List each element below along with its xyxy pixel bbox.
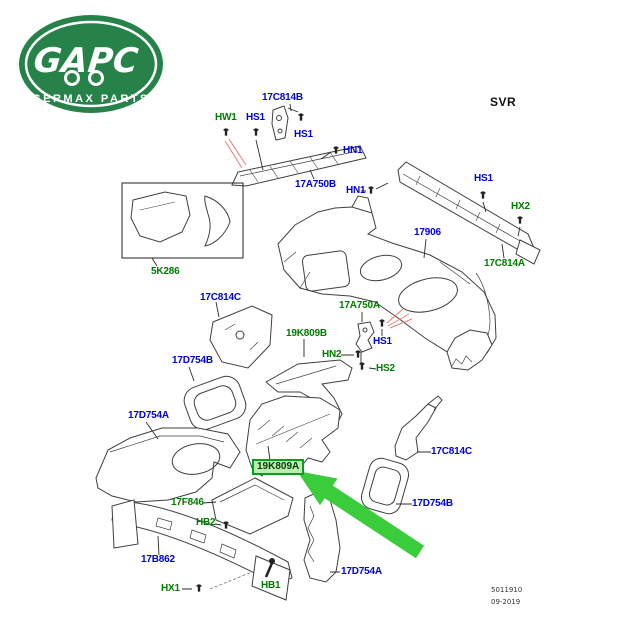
logo-truck-wheel-icon (88, 70, 104, 86)
part-wheelarch-panel-17d754a (95, 427, 241, 503)
highlight-arrow (297, 471, 425, 559)
callout-17906[interactable]: 17906 (414, 227, 441, 238)
part-impact-beam (397, 161, 541, 265)
logo-oval (19, 15, 163, 113)
fastener-hs1-a (253, 128, 259, 136)
fastener-hs1-d (379, 319, 385, 327)
part-bumper-cover (277, 195, 497, 361)
callout-hb2[interactable]: HB2 (196, 517, 216, 528)
fastener-hn2 (355, 350, 361, 358)
callout-hn2[interactable]: HN2 (322, 349, 342, 360)
part-corner-valance-right (446, 329, 493, 371)
callout-17c814b[interactable]: 17C814B (262, 92, 303, 103)
part-tray-17f846 (211, 477, 294, 535)
callout-17d754b-left[interactable]: 17D754B (172, 355, 213, 366)
logo-subtitle-text: GERMAX PARTS (32, 93, 150, 105)
fastener-hs2 (359, 362, 365, 370)
fastener-hs1-c (480, 191, 486, 199)
callout-17c814c-top[interactable]: 17C814C (200, 292, 241, 303)
callout-hs2[interactable]: HS2 (376, 363, 395, 374)
callout-hn1-a[interactable]: HN1 (343, 145, 363, 156)
part-crossmember-17b862 (111, 499, 293, 601)
callout-17d754a-bottom[interactable]: 17D754A (341, 566, 382, 577)
leader-lines (145, 103, 521, 590)
part-bracket-17c814b (271, 105, 289, 141)
doc-date: 09-2019 (491, 598, 521, 606)
callout-5k286[interactable]: 5K286 (151, 266, 180, 277)
fastener-hn1-b (368, 186, 374, 194)
callout-17d754b-right[interactable]: 17D754B (412, 498, 453, 509)
callout-17b862[interactable]: 17B862 (141, 554, 175, 565)
fastener-icons (196, 113, 523, 592)
callout-hx1[interactable]: HX1 (161, 583, 180, 594)
doc-number: 5011910 (491, 586, 523, 594)
fastener-hx1 (196, 584, 202, 592)
callout-17c814a[interactable]: 17C814A (484, 258, 525, 269)
callout-17f846[interactable]: 17F846 (171, 497, 204, 508)
callout-19k809a-highlighted[interactable]: 19K809A (252, 459, 305, 475)
part-panel-17c814c (209, 305, 273, 369)
part-step-plate (231, 145, 367, 187)
part-shield-left (130, 191, 191, 243)
callout-hw1[interactable]: HW1 (215, 112, 237, 123)
fastener-hs1-b (298, 113, 304, 121)
callout-hn1-b[interactable]: HN1 (346, 185, 366, 196)
callout-17d754a-left[interactable]: 17D754A (128, 410, 169, 421)
part-bracket-17a750a (355, 321, 375, 363)
kit-box-5k286 (121, 182, 244, 259)
fastener-hw1 (223, 128, 229, 136)
callout-17a750b[interactable]: 17A750B (295, 179, 336, 190)
callout-hs1-a[interactable]: HS1 (246, 112, 265, 123)
part-corner-trim-bottom (303, 491, 341, 583)
logo-truck-wheel-icon (64, 70, 80, 86)
callout-19k809b[interactable]: 19K809B (286, 328, 327, 339)
callout-hs1-c[interactable]: HS1 (474, 173, 493, 184)
part-trim-ring-left (183, 375, 247, 431)
callout-hs1-d[interactable]: HS1 (373, 336, 392, 347)
callout-hx2[interactable]: HX2 (511, 201, 530, 212)
callout-17c814c-right[interactable]: 17C814C (431, 446, 472, 457)
logo-brand-text: GAPC (32, 41, 140, 81)
callout-hs1-b[interactable]: HS1 (294, 129, 313, 140)
callout-hb1[interactable]: HB1 (261, 580, 281, 591)
callout-17a750a[interactable]: 17A750A (339, 300, 380, 311)
fastener-hb1 (264, 558, 275, 578)
part-bracket-17c814c-right (394, 395, 443, 461)
red-leader-lines (224, 138, 413, 329)
variant-label: SVR (490, 95, 517, 109)
brand-logo: GAPC GERMAX PARTS (16, 12, 166, 121)
part-trim-ring-right (360, 457, 410, 515)
part-shield-right (204, 195, 231, 247)
fastener-hx2 (517, 216, 523, 224)
